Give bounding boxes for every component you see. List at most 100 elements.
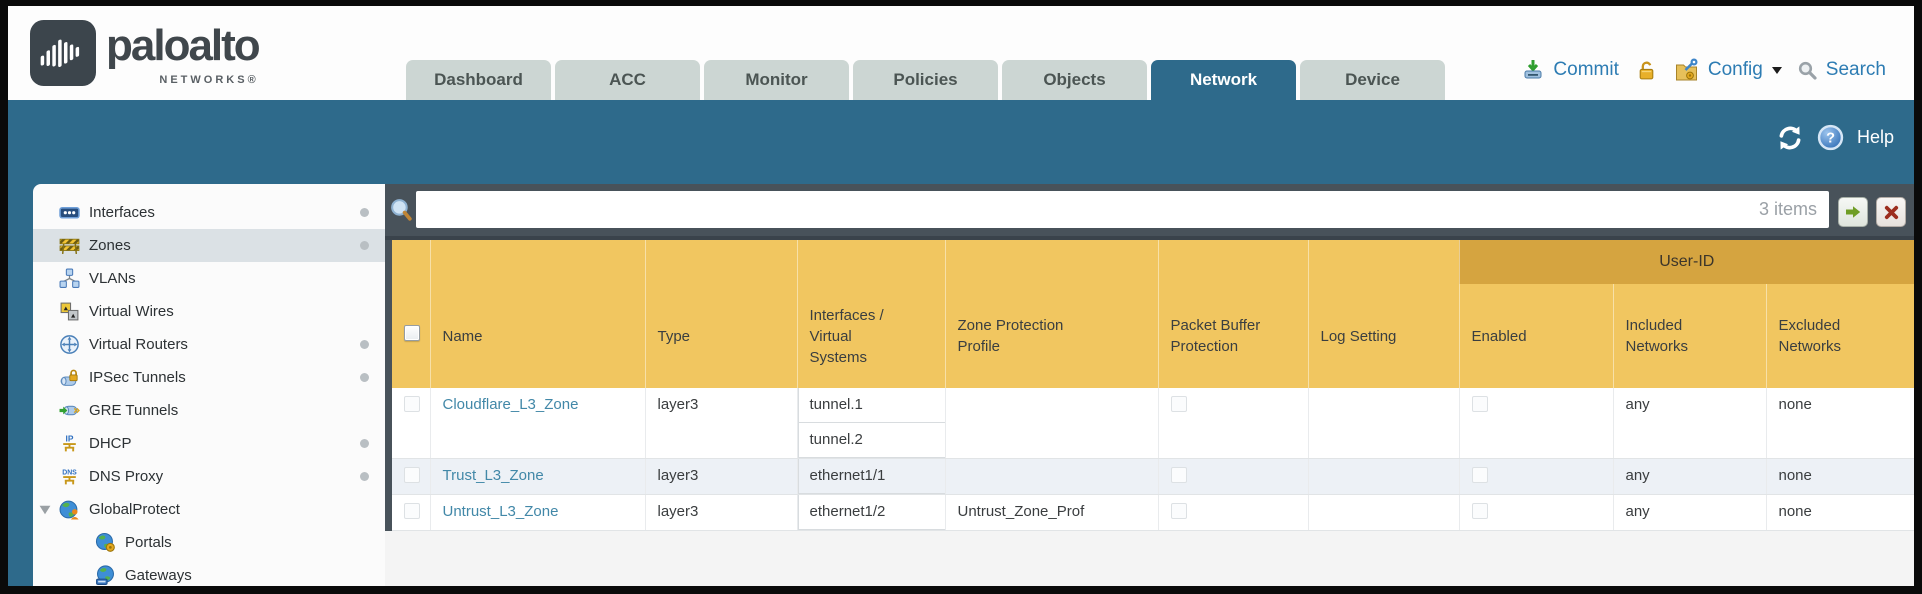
brand-subtitle: NETWORKS®	[159, 74, 259, 86]
paloalto-logo: paloalto NETWORKS®	[30, 20, 261, 86]
cell-interface: ethernet1/2	[797, 495, 946, 530]
tab-acc[interactable]: ACC	[555, 60, 700, 100]
col-header-included-networks[interactable]: Included Networks	[1613, 284, 1767, 388]
zones-table: User-ID Name Type Interfaces / Virtual S…	[385, 240, 1914, 531]
config-icon[interactable]	[1674, 58, 1699, 82]
tab-objects[interactable]: Objects	[1002, 60, 1147, 100]
cell-included-networks: any	[1613, 458, 1767, 495]
gre-tunnels-icon	[59, 400, 80, 421]
col-header-interfaces[interactable]: Interfaces / Virtual Systems	[797, 284, 946, 388]
clear-filter-button[interactable]	[1876, 197, 1906, 227]
tab-network[interactable]: Network	[1151, 60, 1296, 100]
apply-filter-button[interactable]	[1838, 197, 1868, 227]
zone-name-link[interactable]: Trust_L3_Zone	[442, 467, 544, 484]
status-dot	[360, 472, 369, 481]
cell-log-setting	[1308, 388, 1460, 459]
chevron-down-icon[interactable]	[1771, 67, 1782, 79]
sidebar-item-globalprotect[interactable]: GlobalProtect	[33, 493, 385, 526]
commit-button[interactable]: Commit	[1553, 59, 1619, 80]
table-row: Untrust_L3_Zone layer3 ethernet1/2 Untru…	[392, 494, 1914, 531]
help-icon[interactable]: ?	[1817, 124, 1844, 151]
cell-type: layer3	[645, 388, 798, 459]
svg-text:IP: IP	[66, 433, 74, 443]
dns-proxy-icon: DNS	[59, 466, 80, 487]
row-checkbox[interactable]	[404, 467, 420, 483]
packet-buffer-checkbox[interactable]	[1170, 467, 1187, 483]
refresh-icon[interactable]	[1776, 125, 1804, 151]
globalprotect-icon	[59, 499, 80, 520]
zone-name-link[interactable]: Cloudflare_L3_Zone	[442, 396, 579, 413]
interfaces-icon	[59, 202, 80, 223]
user-id-enabled-checkbox[interactable]	[1471, 503, 1488, 519]
main-nav-tabs: Dashboard ACC Monitor Policies Objects N…	[406, 60, 1449, 100]
config-menu[interactable]: Config	[1707, 59, 1763, 80]
col-header-excluded-networks[interactable]: Excluded Networks	[1766, 284, 1914, 388]
gateways-icon	[95, 565, 116, 586]
row-checkbox[interactable]	[404, 503, 420, 519]
help-button[interactable]: Help	[1856, 127, 1894, 147]
header-actions: Commit Config Search	[1522, 58, 1886, 82]
dhcp-icon: IP	[59, 433, 80, 454]
col-header-enabled[interactable]: Enabled	[1459, 284, 1614, 388]
sidebar-item-dns-proxy[interactable]: DNS DNS Proxy	[33, 460, 385, 493]
cell-excluded-networks: none	[1766, 458, 1914, 495]
sidebar-item-virtual-wires[interactable]: Virtual Wires	[33, 295, 385, 328]
cell-excluded-networks: none	[1766, 494, 1914, 531]
cell-interface: tunnel.1	[797, 388, 946, 423]
top-header: paloalto NETWORKS® Dashboard ACC Monitor…	[8, 6, 1914, 100]
sidebar-item-ipsec-tunnels[interactable]: IPSec Tunnels	[33, 361, 385, 394]
network-sidebar: Interfaces Zones VLANs	[8, 184, 385, 586]
search-button[interactable]: Search	[1825, 59, 1886, 80]
select-all-checkbox[interactable]	[404, 325, 420, 341]
status-dot	[360, 208, 369, 217]
tab-monitor[interactable]: Monitor	[704, 60, 849, 100]
sidebar-item-gateways[interactable]: Gateways	[33, 559, 385, 586]
portals-icon	[95, 532, 116, 553]
col-header-type[interactable]: Type	[645, 284, 798, 388]
filter-search-icon	[391, 199, 412, 221]
cell-log-setting	[1308, 494, 1460, 531]
user-id-group-header: User-ID	[1459, 240, 1914, 284]
red-x-icon	[1884, 205, 1898, 219]
virtual-routers-icon	[59, 334, 80, 355]
user-id-enabled-checkbox[interactable]	[1471, 396, 1488, 412]
items-count: 3 items	[1758, 199, 1817, 219]
user-id-enabled-checkbox[interactable]	[1471, 467, 1488, 483]
commit-icon[interactable]	[1522, 59, 1544, 81]
svg-text:DNS: DNS	[62, 469, 77, 476]
col-header-name[interactable]: Name	[430, 284, 646, 388]
tab-device[interactable]: Device	[1300, 60, 1445, 100]
sidebar-item-portals[interactable]: Portals	[33, 526, 385, 559]
zone-name-link[interactable]: Untrust_L3_Zone	[442, 503, 559, 520]
sidebar-item-vlans[interactable]: VLANs	[33, 262, 385, 295]
expander-triangle-icon[interactable]	[39, 504, 51, 516]
sidebar-item-interfaces[interactable]: Interfaces	[33, 196, 385, 229]
packet-buffer-checkbox[interactable]	[1170, 396, 1187, 412]
sidebar-item-dhcp[interactable]: IP DHCP	[33, 427, 385, 460]
col-header-log-setting[interactable]: Log Setting	[1308, 284, 1460, 388]
green-arrow-icon	[1846, 206, 1861, 218]
cell-type: layer3	[645, 458, 798, 495]
col-header-zone-protection-profile[interactable]: Zone Protection Profile	[945, 284, 1159, 388]
ipsec-tunnels-icon	[59, 367, 80, 388]
brand-name: paloalto	[106, 21, 261, 70]
select-all-cell	[392, 284, 431, 388]
sub-header-bar: ? Help	[8, 100, 1914, 184]
tab-policies[interactable]: Policies	[853, 60, 998, 100]
col-header-packet-buffer-protection[interactable]: Packet Buffer Protection	[1158, 284, 1309, 388]
cell-type: layer3	[645, 494, 798, 531]
row-checkbox[interactable]	[404, 396, 420, 412]
cell-interface: ethernet1/1	[797, 459, 946, 494]
filter-input[interactable]	[424, 191, 1739, 228]
packet-buffer-checkbox[interactable]	[1170, 503, 1187, 519]
sidebar-item-gre-tunnels[interactable]: GRE Tunnels	[33, 394, 385, 427]
sidebar-item-virtual-routers[interactable]: Virtual Routers	[33, 328, 385, 361]
filter-bar: 3 items	[385, 184, 1914, 240]
search-icon[interactable]	[1797, 60, 1817, 80]
status-dot	[360, 340, 369, 349]
lock-icon[interactable]	[1636, 60, 1657, 81]
sidebar-item-zones[interactable]: Zones	[33, 229, 385, 262]
vlans-icon	[59, 268, 80, 289]
tab-dashboard[interactable]: Dashboard	[406, 60, 551, 100]
